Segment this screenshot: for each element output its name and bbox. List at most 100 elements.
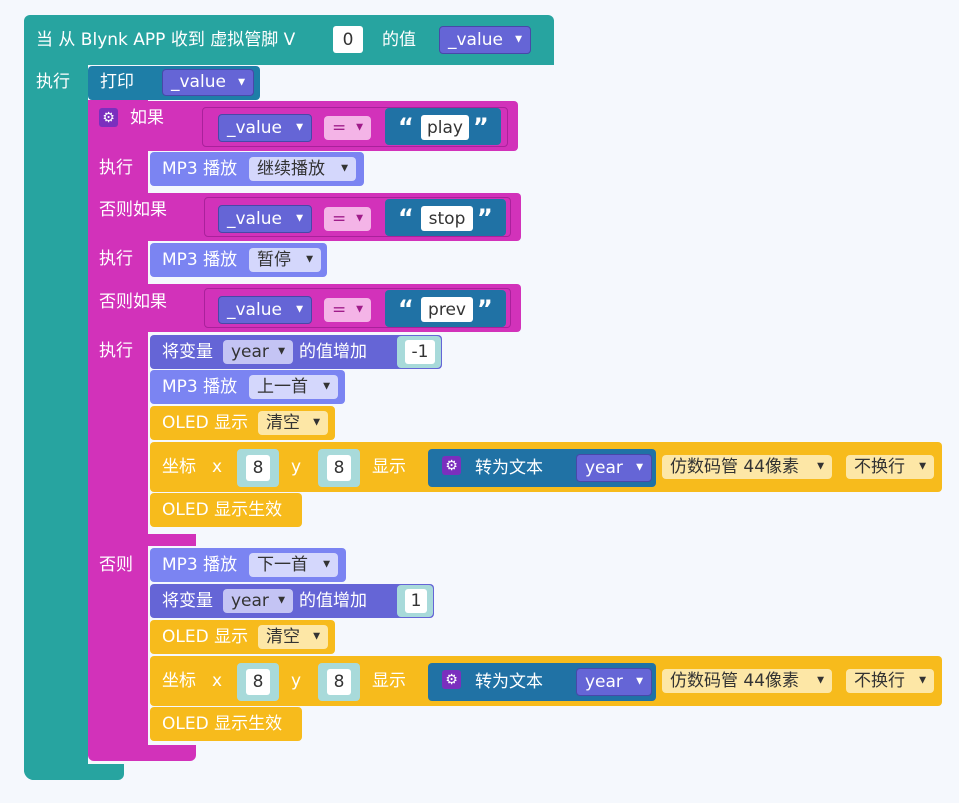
change-2-suffix: 的值增加 <box>299 591 367 611</box>
x-label-2: x <box>212 671 223 691</box>
show-label-2: 显示 <box>372 671 406 691</box>
x-input-2[interactable]: 8 <box>246 669 270 695</box>
virtual-pin-input[interactable]: 0 <box>333 26 363 53</box>
quote-open-icon: “ <box>398 113 414 141</box>
text-3-input[interactable]: prev <box>421 297 473 322</box>
chevron-down-icon: ▼ <box>356 304 363 315</box>
to-text-label-2: 转为文本 <box>475 672 543 692</box>
oled-action-dropdown-1[interactable]: 清空 ▼ <box>258 411 328 435</box>
chevron-down-icon: ▼ <box>919 461 926 472</box>
to-text-var-dropdown-2[interactable]: year ▼ <box>576 668 652 696</box>
compare-2-var-dropdown[interactable]: _value ▼ <box>218 205 312 233</box>
quote-open-icon: “ <box>398 204 414 232</box>
oled-apply-label-1: OLED 显示生效 <box>162 500 283 520</box>
y-label-1: y <box>291 457 302 477</box>
compare-2-op-dropdown[interactable]: = ▼ <box>324 207 371 231</box>
text-1-input[interactable]: play <box>421 115 469 140</box>
print-var-dropdown[interactable]: _value ▼ <box>162 69 254 96</box>
to-text-var-1: year <box>585 457 623 478</box>
compare-1-op-dropdown[interactable]: = ▼ <box>324 116 371 140</box>
chevron-down-icon: ▼ <box>313 631 320 642</box>
x-input-1[interactable]: 8 <box>246 455 270 481</box>
y-input-2[interactable]: 8 <box>327 669 351 695</box>
chevron-down-icon: ▼ <box>817 675 824 686</box>
gear-icon[interactable]: ⚙ <box>99 108 118 127</box>
change-2-var-dropdown[interactable]: year ▼ <box>223 589 293 613</box>
do2-label: 执行 <box>99 249 133 269</box>
change-2-var: year <box>231 590 269 611</box>
gear-icon[interactable]: ⚙ <box>442 456 461 475</box>
change-var-block-1[interactable] <box>150 335 442 369</box>
compare-3-var-dropdown[interactable]: _value ▼ <box>218 296 312 324</box>
quote-open-icon: “ <box>398 295 414 323</box>
chevron-down-icon: ▼ <box>296 122 303 133</box>
mp3-action-4: 下一首 <box>257 554 308 575</box>
change-1-suffix: 的值增加 <box>299 342 367 362</box>
chevron-down-icon: ▼ <box>636 676 643 687</box>
compare-3-var: _value <box>227 299 282 320</box>
text-2-input[interactable]: stop <box>421 206 473 231</box>
oled-apply-block-1[interactable] <box>150 493 302 527</box>
coord-label-2: 坐标 <box>162 671 196 691</box>
else-label: 否则 <box>99 555 133 575</box>
event-label: 当 从 Blynk APP 收到 虚拟管脚 V <box>36 30 296 50</box>
oled-action-dropdown-2[interactable]: 清空 ▼ <box>258 625 328 649</box>
mp3-action-dropdown-2[interactable]: 暂停 ▼ <box>249 248 321 272</box>
chevron-down-icon: ▼ <box>323 381 330 392</box>
quote-close-icon: ” <box>477 204 493 232</box>
chevron-down-icon: ▼ <box>323 559 330 570</box>
compare-1-var-dropdown[interactable]: _value ▼ <box>218 114 312 142</box>
event-var-dropdown[interactable]: _value ▼ <box>439 26 531 54</box>
blynk-event-block-foot <box>24 764 124 780</box>
chevron-down-icon: ▼ <box>515 34 522 45</box>
compare-3-op: = <box>332 299 347 320</box>
mp3-label-3: MP3 播放 <box>162 377 238 397</box>
coord-label-1: 坐标 <box>162 457 196 477</box>
compare-3-op-dropdown[interactable]: = ▼ <box>324 298 371 322</box>
mp3-action-dropdown-4[interactable]: 下一首 ▼ <box>249 553 338 577</box>
oled-action-1: 清空 <box>266 412 300 433</box>
to-text-var-2: year <box>585 671 623 692</box>
compare-1-var: _value <box>227 117 282 138</box>
event-do-label: 执行 <box>36 72 70 92</box>
chevron-down-icon: ▼ <box>636 462 643 473</box>
oled-apply-block-2[interactable] <box>150 707 302 741</box>
chevron-down-icon: ▼ <box>341 163 348 174</box>
chevron-down-icon: ▼ <box>278 595 285 606</box>
mp3-action-dropdown-3[interactable]: 上一首 ▼ <box>249 375 338 399</box>
wrap-dropdown-1[interactable]: 不换行 ▼ <box>846 455 934 479</box>
oled-label-2: OLED 显示 <box>162 627 249 647</box>
wrap-2: 不换行 <box>854 670 905 691</box>
chevron-down-icon: ▼ <box>919 675 926 686</box>
wrap-1: 不换行 <box>854 456 905 477</box>
change-2-prefix: 将变量 <box>162 591 213 611</box>
font-1: 仿数码管 44像素 <box>670 456 800 477</box>
font-2: 仿数码管 44像素 <box>670 670 800 691</box>
mp3-action-dropdown-1[interactable]: 继续播放 ▼ <box>249 157 356 181</box>
compare-2-var: _value <box>227 208 282 229</box>
mp3-action-3: 上一首 <box>257 376 308 397</box>
y-input-1[interactable]: 8 <box>327 455 351 481</box>
delta-2-input[interactable]: 1 <box>405 589 427 613</box>
if-block-foot <box>88 745 196 761</box>
delta-1-input[interactable]: -1 <box>405 340 435 364</box>
font-dropdown-1[interactable]: 仿数码管 44像素 ▼ <box>662 455 832 479</box>
to-text-var-dropdown-1[interactable]: year ▼ <box>576 454 652 482</box>
change-1-var-dropdown[interactable]: year ▼ <box>223 340 293 364</box>
do1-label: 执行 <box>99 158 133 178</box>
show-label-1: 显示 <box>372 457 406 477</box>
x-label-1: x <box>212 457 223 477</box>
elif1-label: 否则如果 <box>99 200 167 220</box>
chevron-down-icon: ▼ <box>306 254 313 265</box>
gear-icon[interactable]: ⚙ <box>442 670 461 689</box>
blynk-event-block-spine <box>24 60 88 780</box>
wrap-dropdown-2[interactable]: 不换行 ▼ <box>846 669 934 693</box>
if-label: 如果 <box>130 108 164 128</box>
font-dropdown-2[interactable]: 仿数码管 44像素 ▼ <box>662 669 832 693</box>
change-1-var: year <box>231 341 269 362</box>
quote-close-icon: ” <box>473 113 489 141</box>
event-value-label: 的值 <box>382 30 416 50</box>
print-label: 打印 <box>100 72 134 92</box>
quote-close-icon: ” <box>477 295 493 323</box>
chevron-down-icon: ▼ <box>296 213 303 224</box>
